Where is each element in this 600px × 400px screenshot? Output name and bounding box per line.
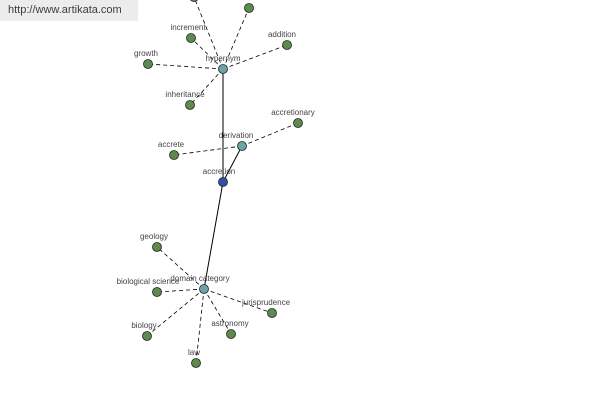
edge-domain-category-geology (156, 246, 205, 290)
relation-node-derivation-dot[interactable] (237, 141, 247, 151)
word-node-inheritance[interactable]: inheritance (165, 90, 205, 110)
word-node-jurisprudence[interactable]: jurisprudence (241, 298, 291, 318)
word-node-growth-dot[interactable] (143, 59, 153, 69)
edge-hypernym-increment (190, 37, 224, 70)
word-node-growth[interactable]: growth (134, 49, 158, 69)
word-node-astronomy-label: astronomy (211, 319, 248, 328)
word-node-growth-label: growth (134, 49, 158, 58)
edges-layer (146, 0, 299, 364)
word-node-node[interactable] (244, 3, 254, 13)
word-node-node[interactable] (190, 0, 199, 2)
word-node-law-dot[interactable] (191, 358, 201, 368)
word-node-accretionary-label: accretionary (271, 108, 315, 117)
relation-node-hypernym-label: hypernym (205, 54, 240, 63)
relation-node-hypernym[interactable]: hypernym (205, 54, 241, 74)
word-node-geology[interactable]: geology (140, 232, 168, 252)
word-node-astronomy[interactable]: astronomy (211, 319, 249, 339)
edge-domain-category-biological-science (156, 288, 205, 293)
relation-node-derivation[interactable]: derivation (219, 131, 254, 151)
word-node-biological-science[interactable]: biological science (117, 277, 180, 297)
url-banner[interactable]: http://www.artikata.com (0, 0, 138, 21)
word-node-law-label: law (188, 348, 200, 357)
word-node-biological-science-label: biological science (117, 277, 180, 286)
word-node-inheritance-dot[interactable] (185, 100, 195, 110)
word-node-geology-label: geology (140, 232, 168, 241)
edge-domain-category-jurisprudence (203, 288, 273, 314)
edge-root-derivation (222, 145, 243, 183)
relation-node-hypernym-dot[interactable] (218, 64, 228, 74)
edge-hypernym-inheritance (189, 68, 224, 106)
word-node-geology-dot[interactable] (152, 242, 162, 252)
edge-hypernym-node (194, 0, 224, 70)
root-node-accretion-label: accretion (203, 167, 235, 176)
word-node-node-dot[interactable] (244, 3, 254, 13)
relation-node-derivation-label: derivation (219, 131, 254, 140)
edge-derivation-accretionary (241, 122, 299, 147)
word-node-addition-dot[interactable] (282, 40, 292, 50)
nodes-layer: increment addition growth inheritance accret… (117, 0, 315, 368)
word-node-jurisprudence-dot[interactable] (267, 308, 277, 318)
word-node-increment-label: increment (170, 23, 206, 32)
word-node-accrete-dot[interactable] (169, 150, 179, 160)
word-node-biology-label: biology (131, 321, 156, 330)
edge-derivation-accrete (173, 145, 243, 156)
word-node-law[interactable]: law (188, 348, 201, 368)
edge-domain-category-astronomy (203, 288, 232, 335)
edge-hypernym-growth (147, 63, 224, 70)
relation-node-domain-category-dot[interactable] (199, 284, 209, 294)
edge-domain-category-biology (146, 288, 205, 337)
word-node-jurisprudence-label: jurisprudence (241, 298, 291, 307)
word-node-accretionary[interactable]: accretionary (271, 108, 315, 128)
root-node-accretion-dot[interactable] (218, 177, 228, 187)
word-node-addition-label: addition (268, 30, 296, 39)
edge-hypernym-addition (222, 44, 288, 70)
edge-root-domain-category (203, 181, 224, 290)
word-node-biology-dot[interactable] (142, 331, 152, 341)
word-node-increment-dot[interactable] (186, 33, 196, 43)
word-node-accrete[interactable]: accrete (158, 140, 185, 160)
word-node-node-dot[interactable] (190, 0, 199, 2)
root-node-accretion[interactable]: accretion (203, 167, 235, 187)
word-node-inheritance-label: inheritance (165, 90, 205, 99)
word-node-biology[interactable]: biology (131, 321, 157, 341)
word-node-accretionary-dot[interactable] (293, 118, 303, 128)
relation-node-domain-category-label: domain category (170, 274, 229, 283)
word-node-biological-science-dot[interactable] (152, 287, 162, 297)
word-node-astronomy-dot[interactable] (226, 329, 236, 339)
word-node-increment[interactable]: increment (170, 23, 206, 43)
edge-domain-category-law (195, 288, 205, 364)
relation-node-domain-category[interactable]: domain category (170, 274, 230, 294)
word-node-accrete-label: accrete (158, 140, 185, 149)
word-node-addition[interactable]: addition (268, 30, 296, 50)
